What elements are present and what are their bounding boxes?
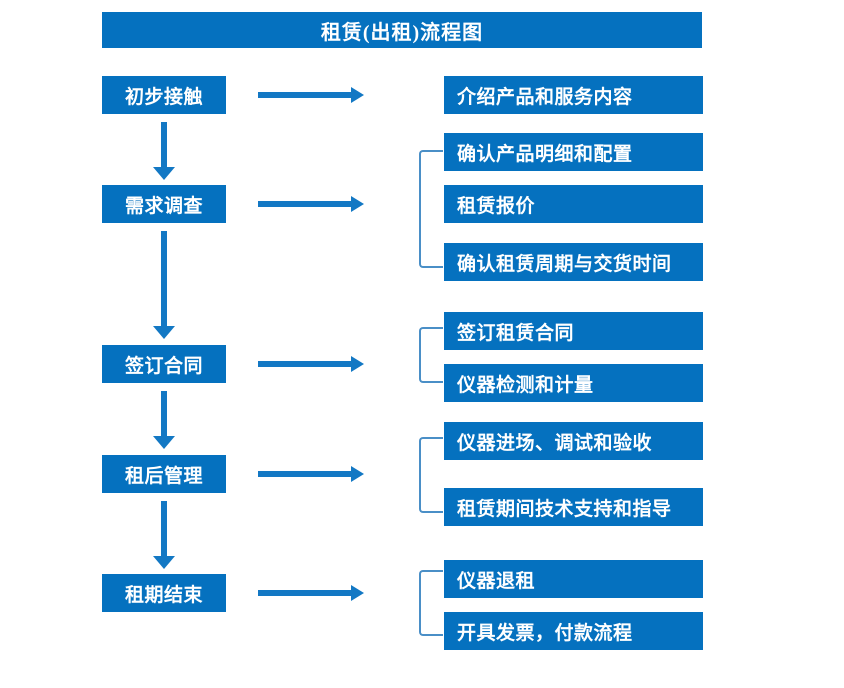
detail-box-签订租赁合同[interactable]: 签订租赁合同 [444,312,703,350]
arrow-shaft [258,590,352,596]
group-bracket-3 [419,327,443,383]
detail-box-开具发票付款流程[interactable]: 开具发票，付款流程 [444,612,703,650]
arrow-shaft [161,122,167,168]
group-bracket-2 [419,150,443,268]
down-arrow-stage4-to-stage5 [153,501,175,569]
arrow-shaft [161,501,167,557]
arrow-shaft [258,361,352,367]
arrow-shaft [258,92,352,98]
detail-box-租赁报价[interactable]: 租赁报价 [444,185,703,223]
arrow-head [153,436,175,449]
arrow-shaft [258,201,352,207]
arrow-shaft [161,391,167,437]
stage-box-需求调查[interactable]: 需求调查 [102,185,226,223]
down-arrow-stage3-to-stage4 [153,391,175,449]
group-bracket-5 [419,570,443,636]
group-bracket-4 [419,437,443,513]
arrow-head [153,167,175,180]
detail-box-租赁期间技术支持和指导[interactable]: 租赁期间技术支持和指导 [444,488,703,526]
right-arrow-stage1 [258,87,364,103]
detail-box-确认产品明细和配置[interactable]: 确认产品明细和配置 [444,133,703,171]
detail-box-确认租赁周期与交货时间[interactable]: 确认租赁周期与交货时间 [444,243,703,281]
right-arrow-stage3 [258,356,364,372]
stage-box-租后管理[interactable]: 租后管理 [102,455,226,493]
arrow-head [153,556,175,569]
stage-box-签订合同[interactable]: 签订合同 [102,345,226,383]
arrow-head [351,585,364,601]
right-arrow-stage5 [258,585,364,601]
down-arrow-stage1-to-stage2 [153,122,175,180]
down-arrow-stage2-to-stage3 [153,231,175,339]
detail-box-介绍产品和服务内容[interactable]: 介绍产品和服务内容 [444,76,703,114]
arrow-shaft [161,231,167,327]
arrow-shaft [258,471,352,477]
stage-box-租期结束[interactable]: 租期结束 [102,574,226,612]
detail-box-仪器进场调试和验收[interactable]: 仪器进场、调试和验收 [444,422,703,460]
right-arrow-stage2 [258,196,364,212]
right-arrow-stage4 [258,466,364,482]
arrow-head [351,466,364,482]
arrow-head [351,196,364,212]
arrow-head [153,326,175,339]
stage-box-初步接触[interactable]: 初步接触 [102,76,226,114]
arrow-head [351,356,364,372]
diagram-title: 租赁(出租)流程图 [102,12,702,48]
detail-box-仪器退租[interactable]: 仪器退租 [444,560,703,598]
arrow-head [351,87,364,103]
detail-box-仪器检测和计量[interactable]: 仪器检测和计量 [444,364,703,402]
